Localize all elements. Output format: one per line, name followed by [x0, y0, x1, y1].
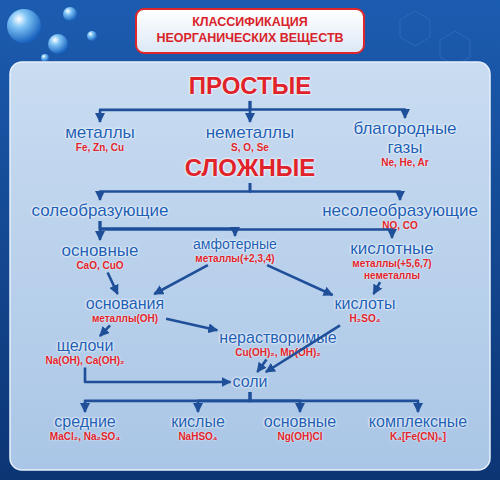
example-formula: Ng(OH)Cl: [264, 431, 336, 443]
category-node: соли: [231, 372, 270, 392]
arrow-connector: [85, 392, 250, 412]
category-name: основные: [264, 413, 336, 431]
category-node: солеобразующие: [30, 200, 171, 221]
category-node: нерастворимыеCu(OH)₂, Mn(OH)₂: [217, 328, 338, 359]
category-name: основные: [62, 241, 139, 260]
example-formula: Na(OH), Ca(OH)₂: [46, 355, 125, 367]
arrow-connector: [166, 319, 217, 330]
category-name: металлы: [65, 123, 135, 142]
example-formula: K₄[Fe(CN)₆]: [369, 431, 467, 443]
bubble: [48, 34, 68, 54]
category-node: кислотыH₂SO₄: [333, 294, 398, 325]
category-name: кислоты: [335, 295, 396, 313]
example-formula: металлы(+5,6,7): [350, 258, 433, 270]
arrow-connector: [100, 183, 250, 200]
example-formula: Fe, Zn, Cu: [65, 142, 135, 154]
arrow-connector: [267, 265, 333, 295]
category-node: СЛОЖНЫЕ: [183, 154, 317, 183]
category-name: благородные газы: [351, 119, 459, 157]
category-name: средние: [50, 413, 120, 431]
arrow-connector: [100, 221, 235, 236]
example-formula: CaO, CuO: [62, 260, 139, 272]
category-node: благородные газыNe, He, Ar: [349, 118, 461, 170]
category-node: комплексныеK₄[Fe(CN)₆]: [367, 412, 469, 443]
example-formula: неметаллы: [350, 270, 433, 282]
title-frame: КЛАССИФИКАЦИЯ НЕОРГАНИЧЕСКИХ ВЕЩЕСТВ: [135, 8, 365, 54]
category-node: основныеNg(OH)Cl: [262, 412, 338, 443]
arrow-connector: [85, 367, 231, 382]
category-name: основания: [86, 295, 164, 313]
example-formula: H₂SO₄: [335, 313, 396, 325]
example-formula: S, O, Se: [206, 142, 295, 154]
example-formula: NaHSO₄: [171, 431, 225, 443]
category-name: неметаллы: [206, 123, 295, 142]
category-node: основанияметаллы(OH): [84, 294, 166, 325]
category-name: ПРОСТЫЕ: [189, 73, 312, 100]
bubble: [7, 9, 41, 43]
category-node: несолеобразующиеNO, CO: [320, 200, 480, 233]
arrow-connector: [250, 392, 418, 412]
category-node: средниеMaCl₂, Na₂SO₄: [48, 412, 122, 443]
category-name: нерастворимые: [219, 329, 336, 347]
arrow-connector: [250, 183, 400, 200]
category-node: щелочиNa(OH), Ca(OH)₂: [44, 336, 127, 367]
example-formula: Cu(OH)₂, Mn(OH)₂: [219, 347, 336, 359]
category-node: неметаллыS, O, Se: [204, 122, 297, 155]
arrow-connector: [198, 392, 250, 412]
arrow-connector: [257, 359, 266, 372]
category-node: амфотерныеметаллы(+2,3,4): [191, 236, 279, 265]
arrow-connector: [266, 325, 340, 372]
arrow-connector: [249, 101, 252, 122]
category-name: несолеобразующие: [322, 201, 478, 220]
arrow-connector: [374, 282, 381, 294]
category-node: ПРОСТЫЕ: [187, 72, 314, 101]
bubble: [63, 7, 77, 21]
arrow-connector: [99, 221, 102, 240]
arrow-connector: [100, 325, 110, 336]
arrow-connector: [250, 392, 300, 412]
bubble: [41, 54, 49, 62]
category-name: СЛОЖНЫЕ: [185, 155, 315, 182]
category-name: солеобразующие: [32, 201, 169, 220]
arrow-connector: [154, 265, 208, 294]
diagram-title: КЛАССИФИКАЦИЯ НЕОРГАНИЧЕСКИХ ВЕЩЕСТВ: [144, 15, 356, 46]
content-panel: [10, 62, 490, 470]
arrow-connector: [100, 101, 250, 122]
category-name: щелочи: [46, 337, 125, 355]
category-name: амфотерные: [193, 237, 277, 253]
arrow-connector: [108, 273, 118, 294]
category-node: основныеCaO, CuO: [60, 240, 141, 273]
example-formula: металлы(OH): [86, 313, 164, 325]
arrow-connector: [250, 101, 405, 118]
category-name: кислотные: [350, 239, 433, 258]
category-name: кислые: [171, 413, 225, 431]
example-formula: Ne, He, Ar: [351, 157, 459, 169]
category-name: соли: [233, 373, 268, 391]
category-node: кислыеNaHSO₄: [169, 412, 227, 443]
example-formula: NO, CO: [322, 220, 478, 232]
example-formula: металлы(+2,3,4): [193, 253, 277, 265]
category-node: кислотныеметаллы(+5,6,7)неметаллы: [348, 238, 435, 282]
example-formula: MaCl₂, Na₂SO₄: [50, 431, 120, 443]
category-name: комплексные: [369, 413, 467, 431]
bubble: [87, 31, 97, 41]
arrow-connector: [100, 221, 392, 238]
category-node: металлыFe, Zn, Cu: [63, 122, 137, 155]
